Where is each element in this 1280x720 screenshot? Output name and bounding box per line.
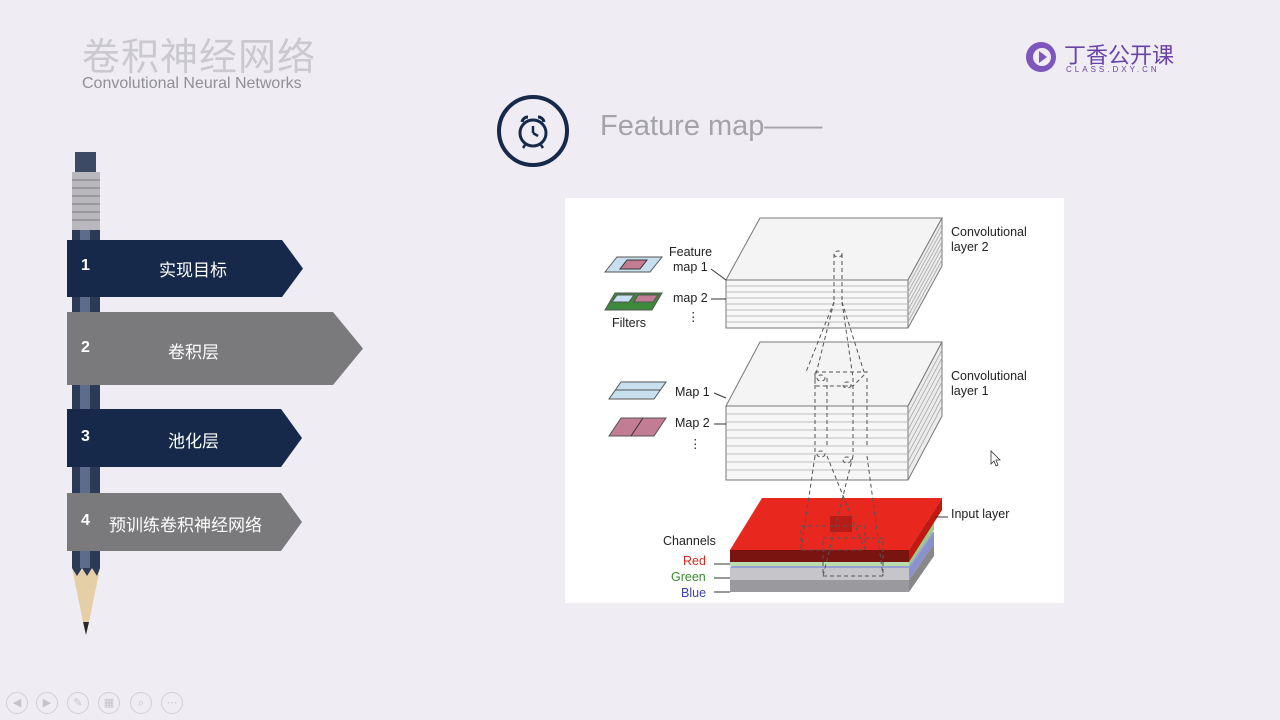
prev-icon: ◀ xyxy=(12,696,22,709)
nav-item-1-number: 1 xyxy=(81,257,90,274)
cnn-diagram: Convolutional layer 2 Convolutional laye… xyxy=(603,217,1027,600)
nav-item-4-shape xyxy=(67,493,302,551)
input-layer-label: Input layer xyxy=(951,507,1009,521)
alarm-clock-icon xyxy=(497,95,569,167)
map-1-label: Map 1 xyxy=(675,385,710,399)
map-1-icon xyxy=(608,381,667,400)
conv-layer-1-label-line1: Convolutional xyxy=(951,369,1027,383)
feature-map-label-line2: map 1 xyxy=(673,260,708,274)
feature-map-label-line1: Feature xyxy=(669,245,712,259)
next-icon: ▶ xyxy=(42,696,52,709)
pencil-decoration xyxy=(72,152,100,635)
conv-layer-2-label-line1: Convolutional xyxy=(951,225,1027,239)
more-icon: ⋯ xyxy=(166,696,178,709)
blue-channel-label: Blue xyxy=(681,586,706,600)
logo-text-cn: 丁香公开课 xyxy=(1064,44,1175,69)
receptive-field-lines xyxy=(800,250,884,577)
page-subtitle: Convolutional Neural Networks xyxy=(82,75,302,92)
nav-item-1-shape xyxy=(67,240,303,297)
map-2-top-label: map 2 xyxy=(673,291,708,305)
feature-map-1-icon xyxy=(603,256,664,273)
logo-mark-icon xyxy=(1026,42,1056,72)
dots-top: ⋮ xyxy=(687,310,700,324)
zoom-button[interactable]: ⌕ xyxy=(130,692,152,714)
nav-item-2-shape xyxy=(67,312,363,385)
channels-label: Channels xyxy=(663,534,716,548)
nav-item-2-number: 2 xyxy=(81,339,90,356)
nav-item-1[interactable]: 1 实现目标 xyxy=(67,240,303,297)
nav-item-3[interactable]: 3 池化层 xyxy=(67,409,302,467)
nav-item-3-label: 池化层 xyxy=(168,432,219,452)
section-title: Feature map—— xyxy=(600,110,823,142)
nav-item-3-shape xyxy=(67,409,302,467)
input-layer-block xyxy=(730,498,942,592)
pen-icon: ✎ xyxy=(73,696,83,709)
slides-icon: ▦ xyxy=(103,696,115,709)
cnn-feature-map-figure: Convolutional layer 2 Convolutional laye… xyxy=(565,198,1064,603)
map-2-label: Map 2 xyxy=(675,416,710,430)
prev-slide-button[interactable]: ◀ xyxy=(6,692,28,714)
nav-item-2[interactable]: 2 卷积层 xyxy=(67,312,363,385)
slides-overview-button[interactable]: ▦ xyxy=(98,692,120,714)
nav-item-4[interactable]: 4 预训练卷积神经网络 xyxy=(67,493,302,551)
zoom-icon: ⌕ xyxy=(137,696,145,709)
dxy-logo: 丁香公开课 CLASS.DXY.CN xyxy=(1024,38,1194,78)
page-title: 卷积神经网络 xyxy=(82,35,317,79)
nav-item-3-number: 3 xyxy=(81,428,90,445)
green-channel-label: Green xyxy=(671,570,706,584)
map-2-icon xyxy=(608,417,667,437)
more-options-button[interactable]: ⋯ xyxy=(161,692,183,714)
nav-item-4-label: 预训练卷积神经网络 xyxy=(109,516,262,536)
red-channel-label: Red xyxy=(683,554,706,568)
conv-layer-2-block xyxy=(725,217,943,329)
nav-item-2-label: 卷积层 xyxy=(168,343,219,363)
conv-layer-1-block xyxy=(725,341,943,481)
dots-middle: ⋮ xyxy=(689,437,702,451)
filters-label: Filters xyxy=(612,316,646,330)
mouse-cursor-icon xyxy=(990,450,1001,467)
nav-item-4-number: 4 xyxy=(81,512,90,529)
conv-layer-1-label-line2: layer 1 xyxy=(951,384,989,398)
label-pointer-lines xyxy=(710,268,948,593)
nav-item-1-label: 实现目标 xyxy=(159,261,227,281)
logo-text-en: CLASS.DXY.CN xyxy=(1066,65,1160,74)
pen-tool-button[interactable]: ✎ xyxy=(67,692,89,714)
conv-layer-2-label-line2: layer 2 xyxy=(951,240,989,254)
next-slide-button[interactable]: ▶ xyxy=(36,692,58,714)
filters-icon xyxy=(604,292,663,311)
